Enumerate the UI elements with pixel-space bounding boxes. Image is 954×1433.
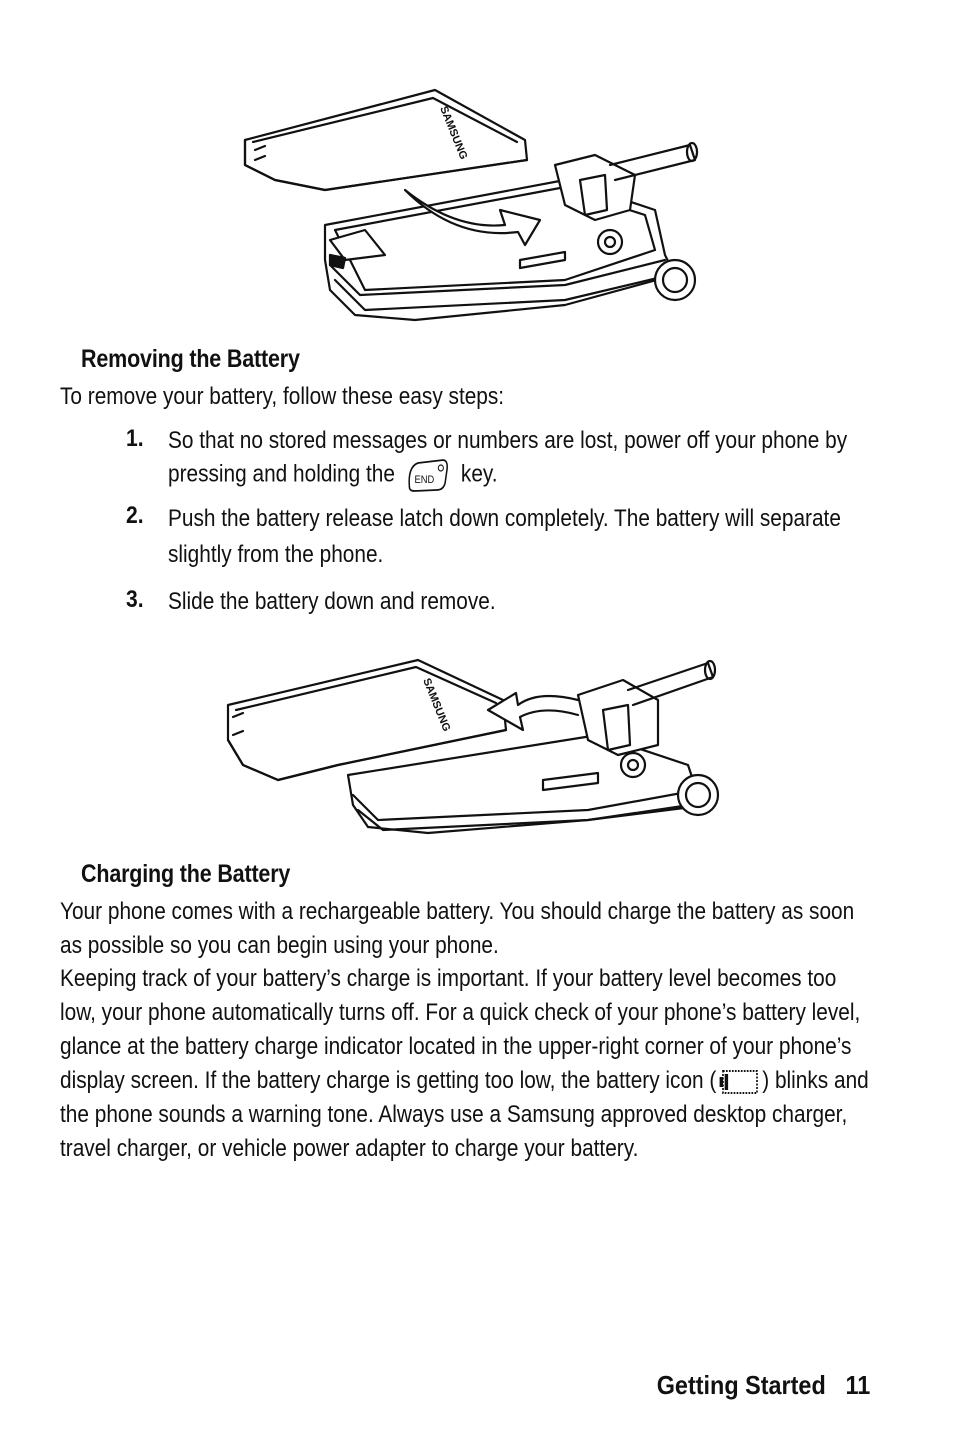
charge-para-1: Your phone comes with a rechargeable bat… xyxy=(60,898,855,959)
step-1-text: So that no stored messages or numbers ar… xyxy=(168,427,848,488)
step-number: 1. xyxy=(126,425,144,452)
step-1-key-word: key. xyxy=(460,460,498,488)
end-key-label: END xyxy=(414,474,434,486)
page-number: 11 xyxy=(845,1370,870,1400)
battery-slide-illustration: SAMSUNG xyxy=(226,658,720,835)
end-key-icon: END xyxy=(408,459,448,492)
battery-removal-illustration: SAMSUNG xyxy=(243,88,699,322)
charge-para-2: Keeping track of your battery’s charge i… xyxy=(60,962,876,1166)
step-number: 3. xyxy=(126,586,144,613)
step-number: 2. xyxy=(126,502,144,529)
remove-intro: To remove your battery, follow these eas… xyxy=(60,383,505,410)
charge-para-2-end: ) blinks and the phone sounds a warning … xyxy=(60,1067,869,1162)
step-2-text: Push the battery release latch down comp… xyxy=(168,505,841,568)
step-text: So that no stored messages or numbers ar… xyxy=(168,424,865,493)
footer-section-title: Getting Started xyxy=(656,1370,826,1400)
step-3-text: Slide the battery down and remove. xyxy=(168,588,496,615)
charge-para-2-start: Keeping track of your battery’s charge i… xyxy=(60,965,861,1094)
battery-icon xyxy=(719,1069,758,1094)
charging-battery-heading: Charging the Battery xyxy=(81,860,291,888)
removing-battery-heading: Removing the Battery xyxy=(81,345,300,373)
page-footer: Getting Started 11 xyxy=(656,1370,870,1401)
